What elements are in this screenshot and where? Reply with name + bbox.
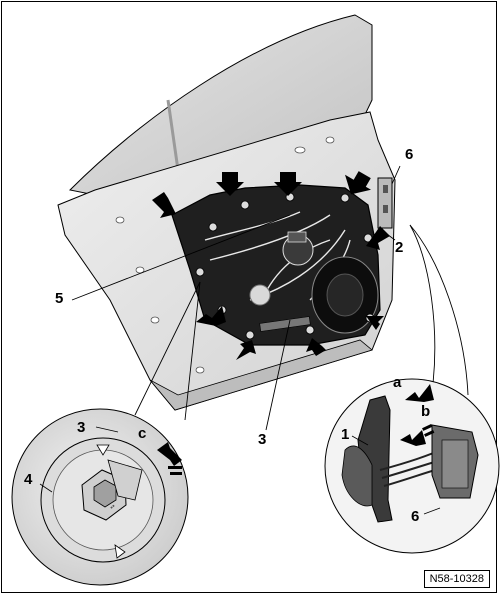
callout-b: b [421,403,431,420]
document-number: N58-10328 [423,570,490,588]
door-lock-bracket [377,177,393,229]
detail-view-left: ▪▪ [11,408,189,586]
callout-6-top: 6 [405,146,414,163]
arrow-top-3 [345,171,371,195]
window-glass-reflection [166,99,180,171]
callout-3-lower: 3 [258,431,267,448]
leader-lines [71,165,469,431]
arrow-c [157,442,182,466]
svg-text:▪▪: ▪▪ [109,503,118,512]
window-glass [68,14,373,201]
arrow-bottom-1 [236,340,256,360]
callout-3-detail: 3 [77,419,86,436]
arrow-bottom-2 [306,338,326,356]
arrow-a [405,384,434,402]
arrow-top-1 [216,172,244,196]
arrow-b [400,430,426,446]
arrow-top-2 [274,172,302,196]
callout-4: 4 [24,471,33,488]
door-lower-edge [149,339,373,411]
callout-5: 5 [55,290,64,307]
callout-2: 2 [395,239,404,256]
carrier-plate-opening [249,284,271,306]
callout-a: a [393,374,402,391]
callout-6-detail: 6 [411,508,420,525]
detail-view-right [324,378,500,554]
callout-1: 1 [341,426,350,443]
arrow-left-1 [152,192,176,218]
arrow-right-2 [366,316,390,334]
callout-c: c [138,425,147,442]
arrow-left-2 [196,306,226,326]
